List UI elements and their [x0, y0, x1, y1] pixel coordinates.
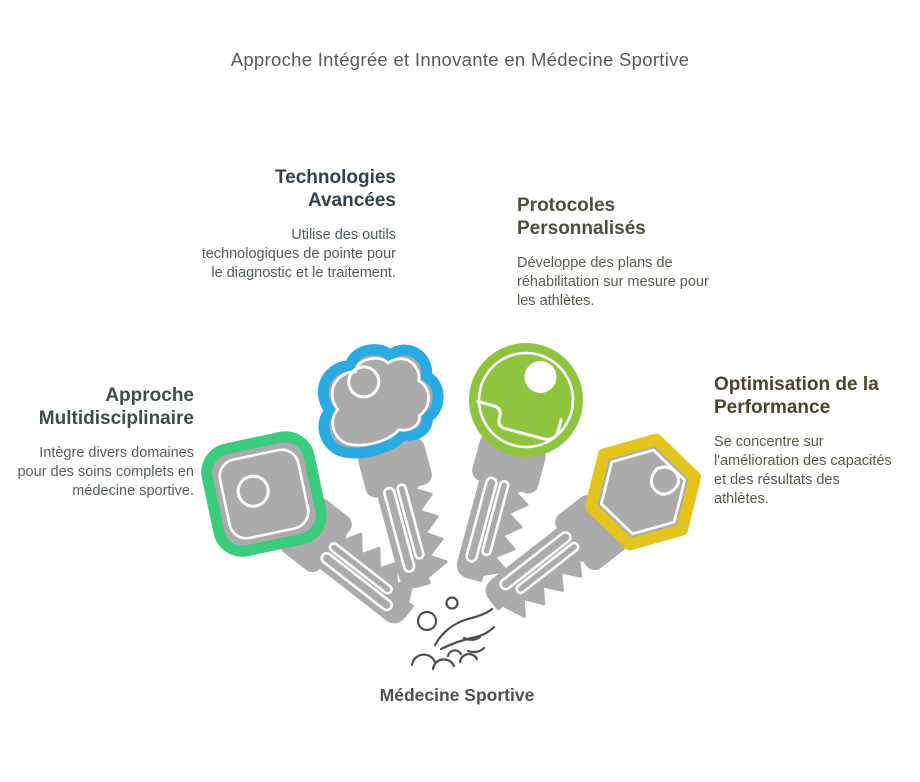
- item-heading: Protocoles Personnalisés: [517, 195, 646, 239]
- diagram-title: Approche Intégrée et Innovante en Médeci…: [230, 49, 690, 70]
- item-approche-multidisciplinaire: Approche Multidisciplinaire Intègre dive…: [14, 385, 194, 501]
- item-heading: Optimisation de la Performance: [714, 374, 879, 418]
- item-technologies-avancees: Technologies Avancées Utilise des outils…: [196, 167, 396, 283]
- center-label: Médecine Sportive: [379, 685, 535, 705]
- item-body: Utilise des outils technologiques de poi…: [201, 226, 396, 282]
- key-yellow: [473, 393, 742, 635]
- item-body: Intègre divers domaines pour des soins c…: [17, 444, 194, 500]
- item-body: Se concentre sur l'amélioration des capa…: [714, 433, 892, 508]
- item-heading: Approche Multidisciplinaire: [38, 385, 194, 429]
- item-heading: Technologies Avancées: [274, 167, 396, 211]
- sports-medicine-icon: [410, 596, 496, 671]
- key-blue-head: [307, 336, 448, 462]
- key-green-head: [201, 431, 327, 557]
- key-apple-green-head: [469, 343, 583, 457]
- item-optimisation-performance: Optimisation de la Performance Se concen…: [714, 374, 894, 510]
- key-apple-green: [443, 343, 583, 590]
- key-blue: [307, 336, 461, 594]
- item-body: Développe des plans de réhabilitation su…: [517, 254, 709, 310]
- item-protocoles-personnalises: Protocoles Personnalisés Développe des p…: [517, 195, 709, 311]
- key-yellow-head: [584, 428, 701, 556]
- key-green: [201, 431, 434, 637]
